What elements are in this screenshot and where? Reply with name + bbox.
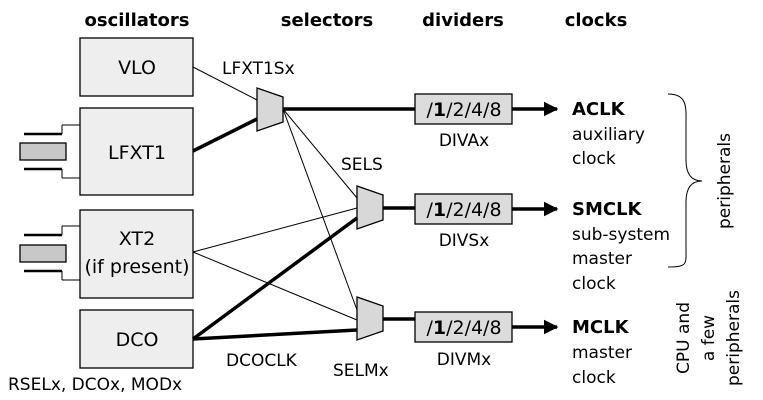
sels-label: SELS (341, 155, 383, 175)
divsx-label: DIVSx (439, 231, 490, 251)
mclk-name: MCLK (572, 317, 630, 338)
peripherals-label: peripherals (715, 133, 735, 229)
dco-label: DCO (116, 329, 159, 351)
divax-label: DIVAx (439, 131, 489, 151)
aclk-desc-1: auxiliary (572, 125, 645, 145)
cpu-label-line-3: peripherals (724, 290, 744, 386)
smclk-divider-box (414, 193, 513, 225)
header-selectors: selectors (281, 10, 374, 31)
selmx-label: SELMx (333, 361, 389, 381)
dco-oscillator-box (79, 309, 194, 369)
cpu-label-line-1: CPU and (674, 302, 694, 374)
xt2-oscillator-box (79, 209, 194, 299)
lfxt1-selector-mux (256, 87, 284, 132)
crystal-icon-xt2 (19, 225, 80, 281)
xt2-label: XT2 (119, 228, 155, 250)
wire-dco-to-selm (192, 328, 358, 341)
aclk-desc-2: clock (572, 149, 616, 169)
mclk-divider-ratios: /1/2/4/8 (426, 317, 501, 339)
selm-selector-mux (356, 296, 384, 341)
wire-lfxt1-to-lfxt1sel (192, 117, 258, 153)
sels-selector-mux (356, 185, 384, 230)
lfxt1-oscillator-box (79, 107, 194, 196)
mclk-divider-box (414, 311, 513, 343)
smclk-name: SMCLK (572, 199, 643, 220)
cpu-label-line-2: a few (699, 315, 719, 361)
peripherals-brace-icon (667, 93, 703, 268)
dcoclk-label: DCOCLK (226, 351, 298, 371)
header-dividers: dividers (422, 10, 504, 31)
crystal-icon-lfxt1 (19, 124, 80, 179)
smclk-divider-ratios: /1/2/4/8 (426, 199, 501, 221)
smclk-desc-3: clock (572, 274, 616, 294)
mclk-desc-1: master (572, 343, 632, 363)
wire-vlo-to-lfxt1sel (192, 66, 258, 101)
aclk-divider-ratios: /1/2/4/8 (426, 99, 501, 121)
smclk-desc-2: master (572, 249, 632, 269)
divmx-label: DIVMx (437, 350, 491, 370)
wire-xt2-to-selm (192, 251, 358, 321)
lfxt1sx-label: LFXT1Sx (222, 59, 295, 79)
xt2-if-present-label: (if present) (84, 256, 189, 278)
mclk-desc-2: clock (572, 368, 616, 388)
header-oscillators: oscillators (85, 10, 190, 31)
aclk-name: ACLK (572, 99, 626, 120)
vlo-oscillator-box (79, 37, 194, 97)
header-clocks: clocks (565, 10, 628, 31)
dco-settings-label: RSELx, DCOx, MODx (8, 375, 182, 395)
vlo-label: VLO (118, 57, 156, 79)
lfxt1-label: LFXT1 (108, 142, 166, 164)
wire-xt2-to-sels (192, 207, 358, 253)
smclk-desc-1: sub-system (572, 225, 670, 245)
wire-lfxt1sel-to-selm (282, 108, 358, 311)
wire-lfxt1sel-to-sels (282, 108, 358, 199)
wire-dco-to-sels (191, 216, 359, 341)
